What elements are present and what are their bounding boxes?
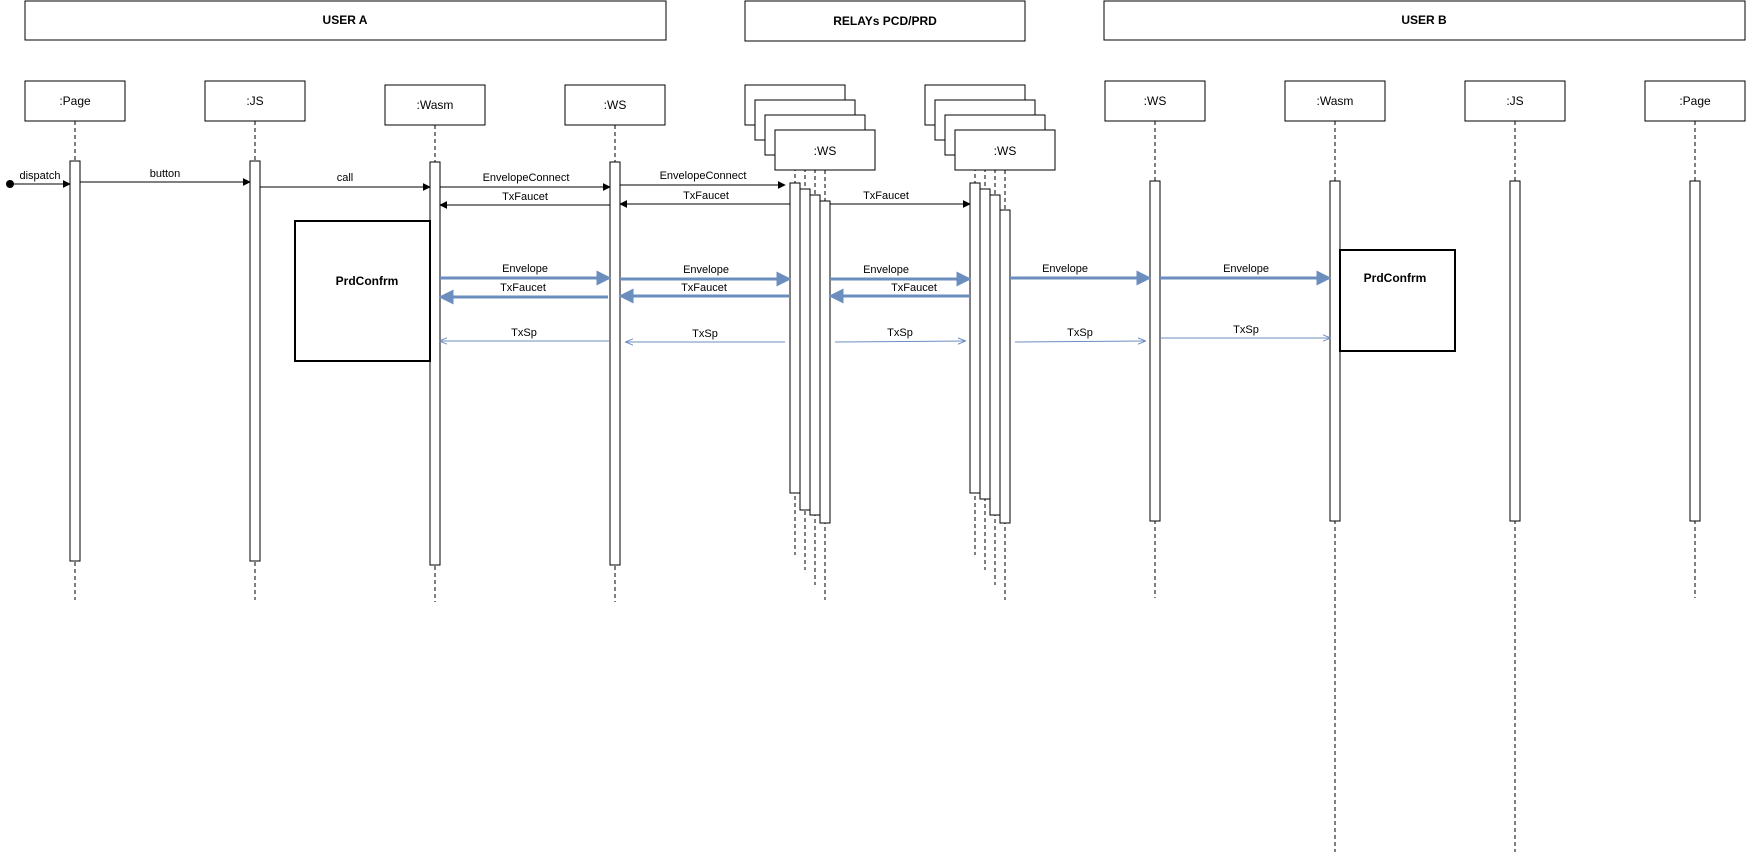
label-call: call [337, 172, 354, 184]
label-txsp-4: TxSp [1067, 327, 1093, 339]
label-txfaucet-blue-3: TxFaucet [891, 282, 937, 294]
group-user-a-label: USER A [323, 13, 368, 27]
label-txsp-5: TxSp [1233, 324, 1259, 336]
label-txfaucet-blue-1: TxFaucet [500, 282, 546, 294]
note-prd-confirm-a-label: PrdConfrm [336, 274, 399, 288]
participant-wasm-a: :Wasm [384, 84, 486, 126]
participant-js-a: :JS [204, 80, 306, 122]
relay2-label: :WS [994, 144, 1017, 158]
label-txfaucet-black-2: TxFaucet [683, 190, 729, 202]
activation-ws-b [1149, 180, 1161, 522]
activation-wasm-a [429, 161, 441, 566]
activation-relay2-c [989, 194, 1001, 516]
label-envelope-5: Envelope [1223, 263, 1269, 275]
label-envelope-4: Envelope [1042, 263, 1088, 275]
label-dispatch: dispatch [20, 170, 61, 182]
messages-txsp [440, 338, 1330, 342]
relay1-label: :WS [814, 144, 837, 158]
activation-page-a [69, 160, 81, 562]
labels-txsp: TxSp TxSp TxSp TxSp TxSp [511, 324, 1259, 340]
participant-page-b: :Page [1644, 80, 1746, 122]
participant-ws-a: :WS [564, 84, 666, 126]
activation-relay1-c [809, 194, 821, 516]
activation-relay1-a [789, 182, 801, 494]
participant-wasm-b: :Wasm [1284, 80, 1386, 122]
messages-envelope [440, 270, 1332, 287]
label-envelope-3: Envelope [863, 264, 909, 276]
label-txsp-3: TxSp [887, 327, 913, 339]
group-user-a: USER A [24, 0, 667, 41]
participant-js-b: :JS [1464, 80, 1566, 122]
label-envelope-connect-1: EnvelopeConnect [483, 172, 570, 184]
activation-js-b [1509, 180, 1521, 522]
participant-page-a-label: :Page [59, 94, 91, 108]
activation-relay1-d [819, 200, 831, 524]
participant-wasm-b-label: :Wasm [1317, 94, 1354, 108]
label-txfaucet-blue-2: TxFaucet [681, 282, 727, 294]
note-prd-confirm-a: PrdConfrm [294, 220, 431, 362]
note-prd-confirm-b-label: PrdConfrm [1364, 271, 1427, 285]
participant-ws-b-label: :WS [1144, 94, 1167, 108]
participant-relay-stack-1: :WS [744, 84, 876, 171]
label-txfaucet-black-3: TxFaucet [863, 190, 909, 202]
label-button: button [150, 168, 181, 180]
msg-txsp-4 [1014, 341, 1145, 342]
label-envelope-connect-2: EnvelopeConnect [660, 170, 747, 182]
group-user-b-label: USER B [1401, 13, 1447, 27]
msg-txsp-3 [834, 341, 965, 342]
activation-relay2-a [969, 182, 981, 494]
note-prd-confirm-b: PrdConfrm [1339, 249, 1456, 352]
label-txsp-2: TxSp [692, 328, 718, 340]
labels-black: dispatch button call EnvelopeConnect Env… [20, 168, 909, 203]
messages-txfaucet-blue [438, 288, 970, 305]
participant-page-a: :Page [24, 80, 126, 122]
participant-relay-stack-2: :WS [924, 84, 1056, 171]
group-user-b: USER B [1103, 0, 1746, 41]
activation-bars [69, 160, 1701, 566]
label-envelope-1: Envelope [502, 263, 548, 275]
participant-wasm-a-label: :Wasm [417, 98, 454, 112]
relay2-box-4 [954, 129, 1056, 171]
messages-black [6, 178, 971, 209]
activation-relay1-b [799, 188, 811, 511]
group-relays-label: RELAYs PCD/PRD [833, 14, 937, 28]
activation-relay2-d [999, 209, 1011, 524]
label-txfaucet-black-1: TxFaucet [502, 191, 548, 203]
relay1-box-4 [774, 129, 876, 171]
participant-ws-b: :WS [1104, 80, 1206, 122]
activation-relay2-b [979, 188, 991, 500]
activation-wasm-b [1329, 180, 1341, 522]
participant-page-b-label: :Page [1679, 94, 1711, 108]
labels-blue-thick: Envelope Envelope Envelope Envelope Enve… [500, 263, 1269, 294]
activation-js-a [249, 160, 261, 562]
participant-js-a-label: :JS [246, 94, 263, 108]
group-relays: RELAYs PCD/PRD [744, 0, 1026, 42]
participant-js-b-label: :JS [1506, 94, 1523, 108]
activation-ws-a [609, 161, 621, 566]
label-txsp-1: TxSp [511, 327, 537, 339]
label-envelope-2: Envelope [683, 264, 729, 276]
participant-ws-a-label: :WS [604, 98, 627, 112]
activation-page-b [1689, 180, 1701, 522]
